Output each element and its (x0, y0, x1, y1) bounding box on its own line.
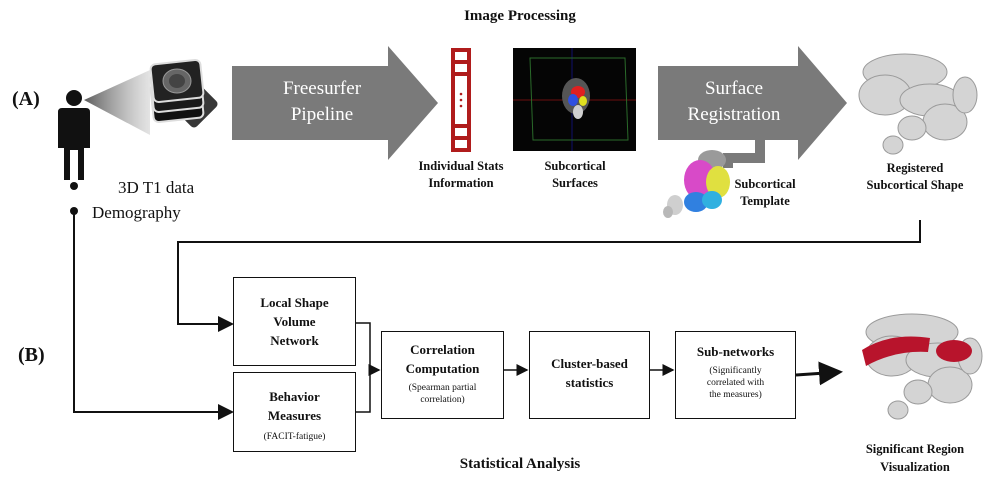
significant-label: Significant Region Visualization (850, 440, 980, 476)
merge-bracket (356, 322, 371, 413)
template-connector (723, 140, 765, 168)
correlation-sub2: correlation) (420, 395, 465, 405)
behavior-line2: Measures (267, 408, 322, 423)
mri-stack-icon (149, 58, 220, 130)
local-shape-line3: Network (270, 333, 319, 348)
registered-label: Registered Subcortical Shape (850, 160, 980, 194)
panel-b-label: (B) (18, 344, 45, 366)
subnet-sub2: correlated with (706, 378, 765, 388)
stats-label-line2: Information (428, 176, 494, 190)
local-shape-line1: Local Shape (260, 295, 329, 310)
behavior-line1: Behavior (269, 389, 320, 404)
subcortical-template-image (663, 150, 730, 218)
template-label: Subcortical Template (722, 176, 808, 210)
cluster-line2: statistics (565, 375, 614, 390)
significant-region-image (862, 313, 983, 420)
significant-label-line1: Significant Region (865, 442, 965, 456)
significant-label-line2: Visualization (880, 460, 950, 474)
cluster-box: Cluster-based statistics (529, 331, 650, 419)
template-label-line1: Subcortical (734, 177, 796, 191)
subnet-sub3: the measures) (709, 390, 762, 400)
registration-line1: Surface (704, 78, 764, 99)
freesurfer-line1: Freesurfer (282, 78, 362, 99)
scan-beam (84, 70, 150, 135)
freesurfer-line2: Pipeline (290, 104, 354, 125)
input-dot-1 (70, 182, 78, 190)
statistical-analysis-title: Statistical Analysis (459, 456, 581, 472)
surfaces-label-line2: Surfaces (552, 176, 598, 190)
registered-label-line2: Subcortical Shape (866, 178, 964, 192)
local-shape-line2: Volume (273, 314, 316, 329)
freesurfer-arrow (232, 46, 438, 160)
subcortical-surfaces-image (513, 48, 636, 151)
subnet-box: Sub-networks (Significantly correlated w… (675, 331, 796, 419)
registered-label-line1: Registered (886, 161, 944, 175)
freesurfer-arrow-label: Freesurfer Pipeline (262, 76, 382, 128)
local-shape-box: Local Shape Volume Network (233, 277, 356, 366)
surfaces-label-line1: Subcortical (544, 159, 606, 173)
correlation-sub1: (Spearman partial (408, 383, 477, 393)
behavior-sub: (FACIT-fatigue) (263, 432, 326, 442)
to-visualization-arrow (795, 361, 843, 386)
correlation-box: Correlation Computation (Spearman partia… (381, 331, 504, 419)
subnet-sub1: (Significantly (709, 366, 762, 376)
input-label-demography: Demography (92, 203, 181, 222)
demography-line (73, 211, 234, 420)
cluster-line1: Cluster-based (551, 356, 628, 371)
surfaces-label: Subcortical Surfaces (530, 158, 620, 192)
stats-label-line1: Individual Stats (418, 159, 504, 173)
registration-arrow (658, 46, 847, 160)
correlation-line1: Correlation (410, 342, 475, 357)
stats-label: Individual Stats Information (406, 158, 516, 192)
person-icon (58, 90, 90, 180)
registration-line2: Registration (687, 104, 781, 125)
correlation-line2: Computation (405, 361, 480, 376)
registered-shape-image (858, 53, 978, 155)
behavior-box: Behavior Measures (FACIT-fatigue) (233, 372, 356, 452)
image-processing-title: Image Processing (464, 8, 576, 24)
stats-table-icon (451, 48, 471, 152)
panel-a-label: (A) (12, 88, 40, 110)
template-label-line2: Template (740, 194, 790, 208)
subnet-line1: Sub-networks (696, 344, 775, 359)
feedback-line (177, 220, 921, 332)
input-label-t1: 3D T1 data (118, 178, 195, 197)
registration-arrow-label: Surface Registration (668, 76, 800, 128)
